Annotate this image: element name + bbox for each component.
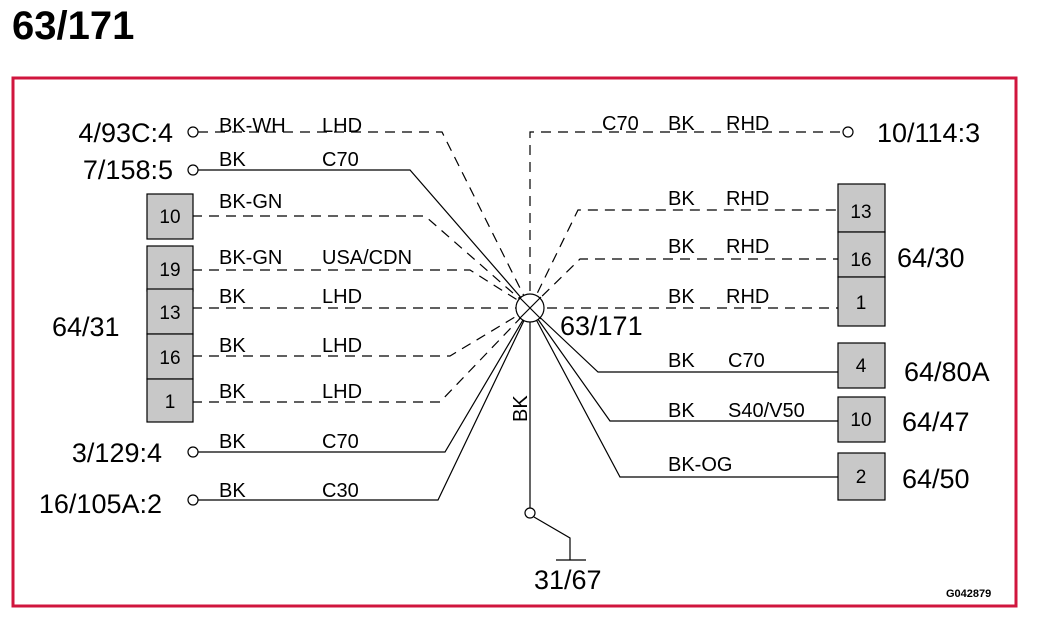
left-pin-1-number: 1 xyxy=(165,392,176,413)
ground-wire xyxy=(524,308,586,561)
right-single-64-47-pin: 10 xyxy=(850,410,871,431)
page-title: 63/171 xyxy=(12,4,135,48)
left-pin-16-wire xyxy=(192,307,531,357)
right-single-64-80a-wire xyxy=(529,307,838,373)
right-terminal-condition-b: RHD xyxy=(726,113,769,135)
right-connector-label: 64/30 xyxy=(897,243,965,273)
right-single-64-80a-label: 64/80A xyxy=(904,357,990,387)
left-pin-19-number: 19 xyxy=(159,260,180,281)
left-terminal-3-wire xyxy=(187,307,531,458)
right-pin-13-color: BK xyxy=(668,188,695,210)
right-terminal-wire xyxy=(529,126,854,308)
right-single-64-50-label: 64/50 xyxy=(902,464,970,494)
right-terminal-label: 10/114:3 xyxy=(877,118,980,148)
right-pin-13-condition: RHD xyxy=(726,188,769,210)
left-terminal-4-condition: C30 xyxy=(322,480,359,502)
right-pin-16-wire xyxy=(529,258,838,309)
left-pin-1-wire xyxy=(192,307,531,403)
right-connector xyxy=(837,183,886,327)
left-connector-label: 64/31 xyxy=(52,312,120,342)
left-pin-1-color: BK xyxy=(219,381,246,403)
diagram-frame xyxy=(11,76,1018,608)
left-pin-10-number: 10 xyxy=(159,207,180,228)
right-single-64-50-color: BK-OG xyxy=(668,454,732,476)
left-pin-16-condition: LHD xyxy=(322,335,362,357)
left-terminal-2-condition: C70 xyxy=(322,149,359,171)
left-pin-16-color: BK xyxy=(219,335,246,357)
right-terminal-condition-a: C70 xyxy=(602,113,639,135)
left-pin-19-color: BK-GN xyxy=(219,247,282,269)
left-terminal-4-color: BK xyxy=(219,480,246,502)
left-pin-10-color: BK-GN xyxy=(219,191,282,213)
left-pin-19-condition: USA/CDN xyxy=(322,247,412,269)
right-terminal-color: BK xyxy=(668,113,695,135)
left-pin-19-wire xyxy=(192,269,531,309)
left-pin-16-number: 16 xyxy=(159,348,180,369)
ground-label: 31/67 xyxy=(534,565,602,595)
left-terminal-2-color: BK xyxy=(219,149,246,171)
center-label: 63/171 xyxy=(560,311,643,341)
left-terminal-3-condition: C70 xyxy=(322,431,359,453)
right-single-64-47-wire xyxy=(529,307,838,422)
right-pin-1-number: 1 xyxy=(856,293,867,314)
ground-wire-color: BK xyxy=(510,395,532,422)
right-single-boxes xyxy=(837,342,886,501)
left-terminal-3-color: BK xyxy=(219,431,246,453)
right-pin-1-condition: RHD xyxy=(726,286,769,308)
left-terminal-2-label: 7/158:5 xyxy=(83,155,173,185)
left-terminal-1-color: BK-WH xyxy=(219,115,286,137)
right-single-64-80a-condition: C70 xyxy=(728,350,765,372)
left-pin-1-condition: LHD xyxy=(322,381,362,403)
left-pin-13-color: BK xyxy=(219,286,246,308)
left-terminal-3-label: 3/129:4 xyxy=(72,438,162,468)
right-pin-16-condition: RHD xyxy=(726,236,769,258)
right-pin-16-number: 16 xyxy=(850,250,871,271)
right-single-64-80a-color: BK xyxy=(668,350,695,372)
right-pin-16-color: BK xyxy=(668,236,695,258)
right-single-64-50-wire xyxy=(529,307,838,478)
left-terminal-1-wire xyxy=(187,126,531,309)
right-single-64-47-label: 64/47 xyxy=(902,407,970,437)
left-pin-13-number: 13 xyxy=(159,303,180,324)
left-terminal-4-label: 16/105A:2 xyxy=(39,489,162,519)
left-terminal-1-condition: LHD xyxy=(322,115,362,137)
left-terminal-4-wire xyxy=(187,307,531,506)
left-pin-13-condition: LHD xyxy=(322,286,362,308)
left-pin-10-wire xyxy=(192,215,531,309)
right-single-64-47-color: BK xyxy=(668,400,695,422)
figure-code: G042879 xyxy=(946,588,991,600)
right-pin-13-wire xyxy=(529,209,838,309)
left-terminal-1-label: 4/93C:4 xyxy=(78,118,173,148)
right-single-64-47-condition: S40/V50 xyxy=(728,400,805,422)
right-pin-13-number: 13 xyxy=(850,202,871,223)
right-pin-1-color: BK xyxy=(668,286,695,308)
right-single-64-80a-pin: 4 xyxy=(856,356,867,377)
left-connector xyxy=(146,193,194,423)
right-single-64-50-pin: 2 xyxy=(856,467,867,488)
left-terminal-2-wire xyxy=(187,164,531,309)
